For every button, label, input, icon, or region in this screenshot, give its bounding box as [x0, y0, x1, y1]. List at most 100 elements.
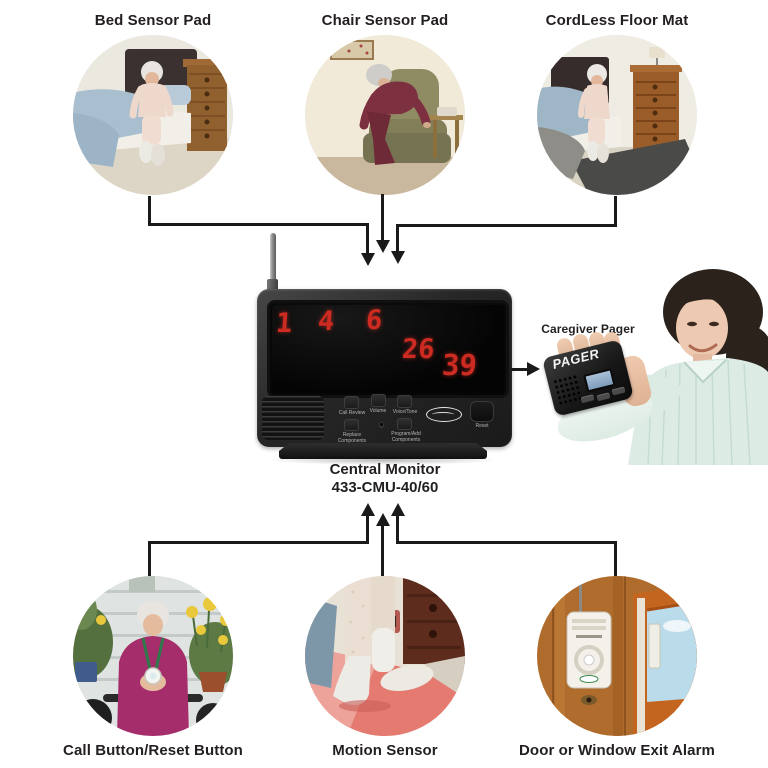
- volume-label: Volume: [369, 408, 387, 414]
- led-digit-4: 4: [316, 306, 336, 337]
- arrow-callbtn-h: [148, 541, 369, 544]
- arrow-exit-v1: [614, 541, 617, 576]
- monitor-shadow: [266, 455, 500, 465]
- arrow-motion-v: [381, 525, 384, 577]
- arrow-chair-head: [376, 240, 390, 253]
- arrow-motion-head: [376, 513, 390, 526]
- monitor-antenna: [270, 233, 276, 295]
- picture-frame: [330, 40, 374, 60]
- magnet-sensor: [648, 623, 661, 669]
- pager-button: [596, 392, 611, 402]
- arrow-bed-v2: [366, 223, 369, 254]
- monitor-antenna-joint: [267, 279, 278, 293]
- call-button-label: Call Button/Reset Button: [63, 742, 243, 759]
- caregiver-pager-device: PAGER: [540, 330, 659, 452]
- reset-label: Reset: [475, 423, 489, 429]
- stepping-foot: [380, 664, 434, 692]
- replace-components-label: Replace Components: [337, 432, 367, 444]
- led-digit-6: 6: [364, 305, 384, 336]
- arrow-mat-v2: [396, 224, 399, 251]
- program-add-components-button: [397, 418, 412, 430]
- arrow-callbtn-head: [361, 503, 375, 516]
- pager-lcd-screen: [583, 368, 616, 393]
- wheelchair-wheel: [74, 699, 112, 736]
- terracotta-pot: [199, 672, 227, 692]
- side-table: [429, 115, 463, 120]
- pager-speaker-icon: [552, 373, 584, 406]
- brand-logo-icon: [426, 407, 462, 422]
- call-review-button: [344, 396, 359, 409]
- lamp: [649, 47, 665, 58]
- monitor-display: [267, 300, 509, 398]
- monitor-speaker-grille: [262, 396, 324, 440]
- woman-pajamas: [584, 84, 610, 119]
- monitor-mic-hole: [379, 422, 384, 427]
- alarm-speaker-ring: [574, 645, 604, 675]
- pager-button: [611, 386, 626, 396]
- bed-scene-illustration: [73, 35, 233, 195]
- right-sock: [372, 628, 395, 672]
- central-monitor-model: 433-CMU-40/60: [331, 479, 439, 496]
- call-button-scene-illustration: [73, 576, 233, 736]
- arrow-mat-head: [391, 251, 405, 264]
- replace-components-button: [344, 419, 359, 431]
- monitor-stand: [279, 443, 487, 459]
- motion-sensor-photo: [305, 576, 465, 736]
- exit-alarm-label: Door or Window Exit Alarm: [519, 742, 715, 759]
- arrow-exit-h: [397, 541, 617, 544]
- alarm-antenna: [579, 584, 582, 614]
- woman-face: [591, 75, 603, 87]
- bed-sensor-photo: [73, 35, 233, 195]
- telephone: [437, 107, 457, 116]
- woman-trousers: [367, 111, 395, 165]
- arrow-callbtn-v2: [366, 515, 369, 544]
- chair-sensor-label: Chair Sensor Pad: [321, 12, 449, 29]
- caregiver-face: [676, 297, 728, 359]
- pager-button: [580, 394, 595, 404]
- door-jamb: [637, 598, 645, 736]
- arrow-bed-h: [148, 223, 369, 226]
- floor-mat-label: CordLess Floor Mat: [545, 12, 689, 29]
- woman-face: [143, 614, 163, 636]
- display-glass: [272, 305, 504, 393]
- arrow-chair-v: [381, 194, 384, 240]
- chair-scene-illustration: [305, 35, 465, 195]
- arrow-exit-v2: [396, 515, 399, 544]
- volume-button: [371, 394, 386, 407]
- blue-planter: [75, 662, 97, 682]
- motion-sensor-scene-illustration: [305, 576, 465, 736]
- floor-mat-photo: [537, 35, 697, 195]
- reset-button: [470, 401, 494, 422]
- led-digit-39: 39: [440, 348, 479, 382]
- alarm-logo: [579, 675, 599, 683]
- program-add-components-label: Program/Add Components: [391, 431, 421, 443]
- woman-socks: [139, 141, 153, 163]
- arrow-bed-v1: [148, 196, 151, 226]
- call-review-label: Call Review: [338, 410, 366, 416]
- woman-pajamas: [138, 83, 166, 117]
- arrow-bed-head: [361, 253, 375, 266]
- arrow-mat-h: [397, 224, 617, 227]
- exit-alarm-photo: [537, 576, 697, 736]
- caregiver-photo: [600, 269, 768, 465]
- led-digit-1: 1: [274, 308, 294, 339]
- woman-socks: [587, 141, 599, 161]
- central-monitor-title: Central Monitor: [329, 461, 441, 478]
- led-digit-26: 26: [400, 334, 436, 365]
- left-sock: [333, 656, 371, 705]
- arrow-pager-h: [511, 368, 528, 371]
- chair-sensor-photo: [305, 35, 465, 195]
- shirt-collar: [683, 359, 727, 384]
- arrow-pager-head: [527, 362, 540, 376]
- voice-tone-button: [397, 395, 412, 408]
- exit-alarm-scene-illustration: [537, 576, 697, 736]
- window: [129, 576, 155, 592]
- blue-bedding: [305, 596, 337, 688]
- woman-sweater: [365, 81, 418, 115]
- woman-face: [145, 72, 159, 86]
- bed-sensor-label: Bed Sensor Pad: [94, 12, 212, 29]
- pajama-leg: [345, 576, 372, 664]
- call-button-photo: [73, 576, 233, 736]
- floor-mat-scene-illustration: [537, 35, 697, 195]
